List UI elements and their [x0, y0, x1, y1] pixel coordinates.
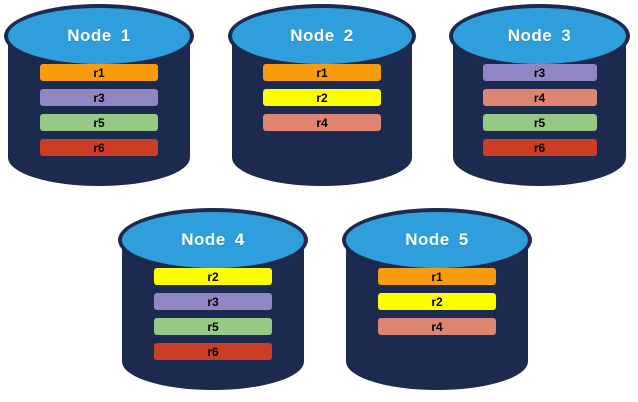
record-bar-r6[interactable]: r6 — [482, 139, 597, 156]
record-bar-r4[interactable]: r4 — [482, 89, 597, 106]
database-node-3[interactable]: Node 3 r3 r4 r5 r6 — [453, 8, 626, 186]
node-title: Node 1 — [8, 8, 190, 64]
cylinder-top-ellipse — [346, 212, 528, 268]
database-node-5[interactable]: Node 5 r1 r2 r4 — [346, 212, 528, 390]
node-title-number: 4 — [234, 230, 245, 249]
node-title-number: 3 — [561, 26, 572, 45]
record-bar-r6[interactable]: r6 — [40, 139, 158, 156]
node-title-prefix: Node — [290, 26, 335, 45]
node-title-number: 1 — [120, 26, 131, 45]
record-bar-r2[interactable]: r2 — [263, 89, 381, 106]
node-title-prefix: Node — [67, 26, 112, 45]
node-title-prefix: Node — [181, 230, 226, 249]
node-title: Node 5 — [346, 212, 528, 268]
node-title-number: 5 — [458, 230, 469, 249]
record-bar-r2[interactable]: r2 — [378, 293, 496, 310]
node-title-prefix: Node — [405, 230, 450, 249]
record-bar-r1[interactable]: r1 — [378, 268, 496, 285]
record-bar-r3[interactable]: r3 — [154, 293, 272, 310]
record-bar-r6[interactable]: r6 — [154, 343, 272, 360]
record-list: r1 r2 r4 — [232, 64, 412, 131]
record-bar-r4[interactable]: r4 — [263, 114, 381, 131]
record-bar-r5[interactable]: r5 — [482, 114, 597, 131]
node-title: Node 3 — [453, 8, 626, 64]
database-node-1[interactable]: Node 1 r1 r3 r5 r6 — [8, 8, 190, 186]
record-bar-r1[interactable]: r1 — [40, 64, 158, 81]
record-bar-r3[interactable]: r3 — [482, 64, 597, 81]
record-list: r1 r2 r4 — [346, 268, 528, 335]
record-bar-r5[interactable]: r5 — [154, 318, 272, 335]
record-list: r2 r3 r5 r6 — [122, 268, 304, 360]
node-title: Node 4 — [122, 212, 304, 268]
record-bar-r4[interactable]: r4 — [378, 318, 496, 335]
record-bar-r2[interactable]: r2 — [154, 268, 272, 285]
database-node-4[interactable]: Node 4 r2 r3 r5 r6 — [122, 212, 304, 390]
cylinder-top-ellipse — [8, 8, 190, 64]
node-title-prefix: Node — [507, 26, 553, 45]
cylinder-top-ellipse — [122, 212, 304, 268]
cylinder-top-ellipse — [232, 8, 412, 64]
record-list: r3 r4 r5 r6 — [453, 64, 626, 156]
cylinder-top-ellipse — [453, 8, 626, 64]
record-bar-r1[interactable]: r1 — [263, 64, 381, 81]
record-bar-r3[interactable]: r3 — [40, 89, 158, 106]
record-bar-r5[interactable]: r5 — [40, 114, 158, 131]
node-title: Node 2 — [232, 8, 412, 64]
database-node-2[interactable]: Node 2 r1 r2 r4 — [232, 8, 412, 186]
record-list: r1 r3 r5 r6 — [8, 64, 190, 156]
node-title-number: 2 — [343, 26, 354, 45]
